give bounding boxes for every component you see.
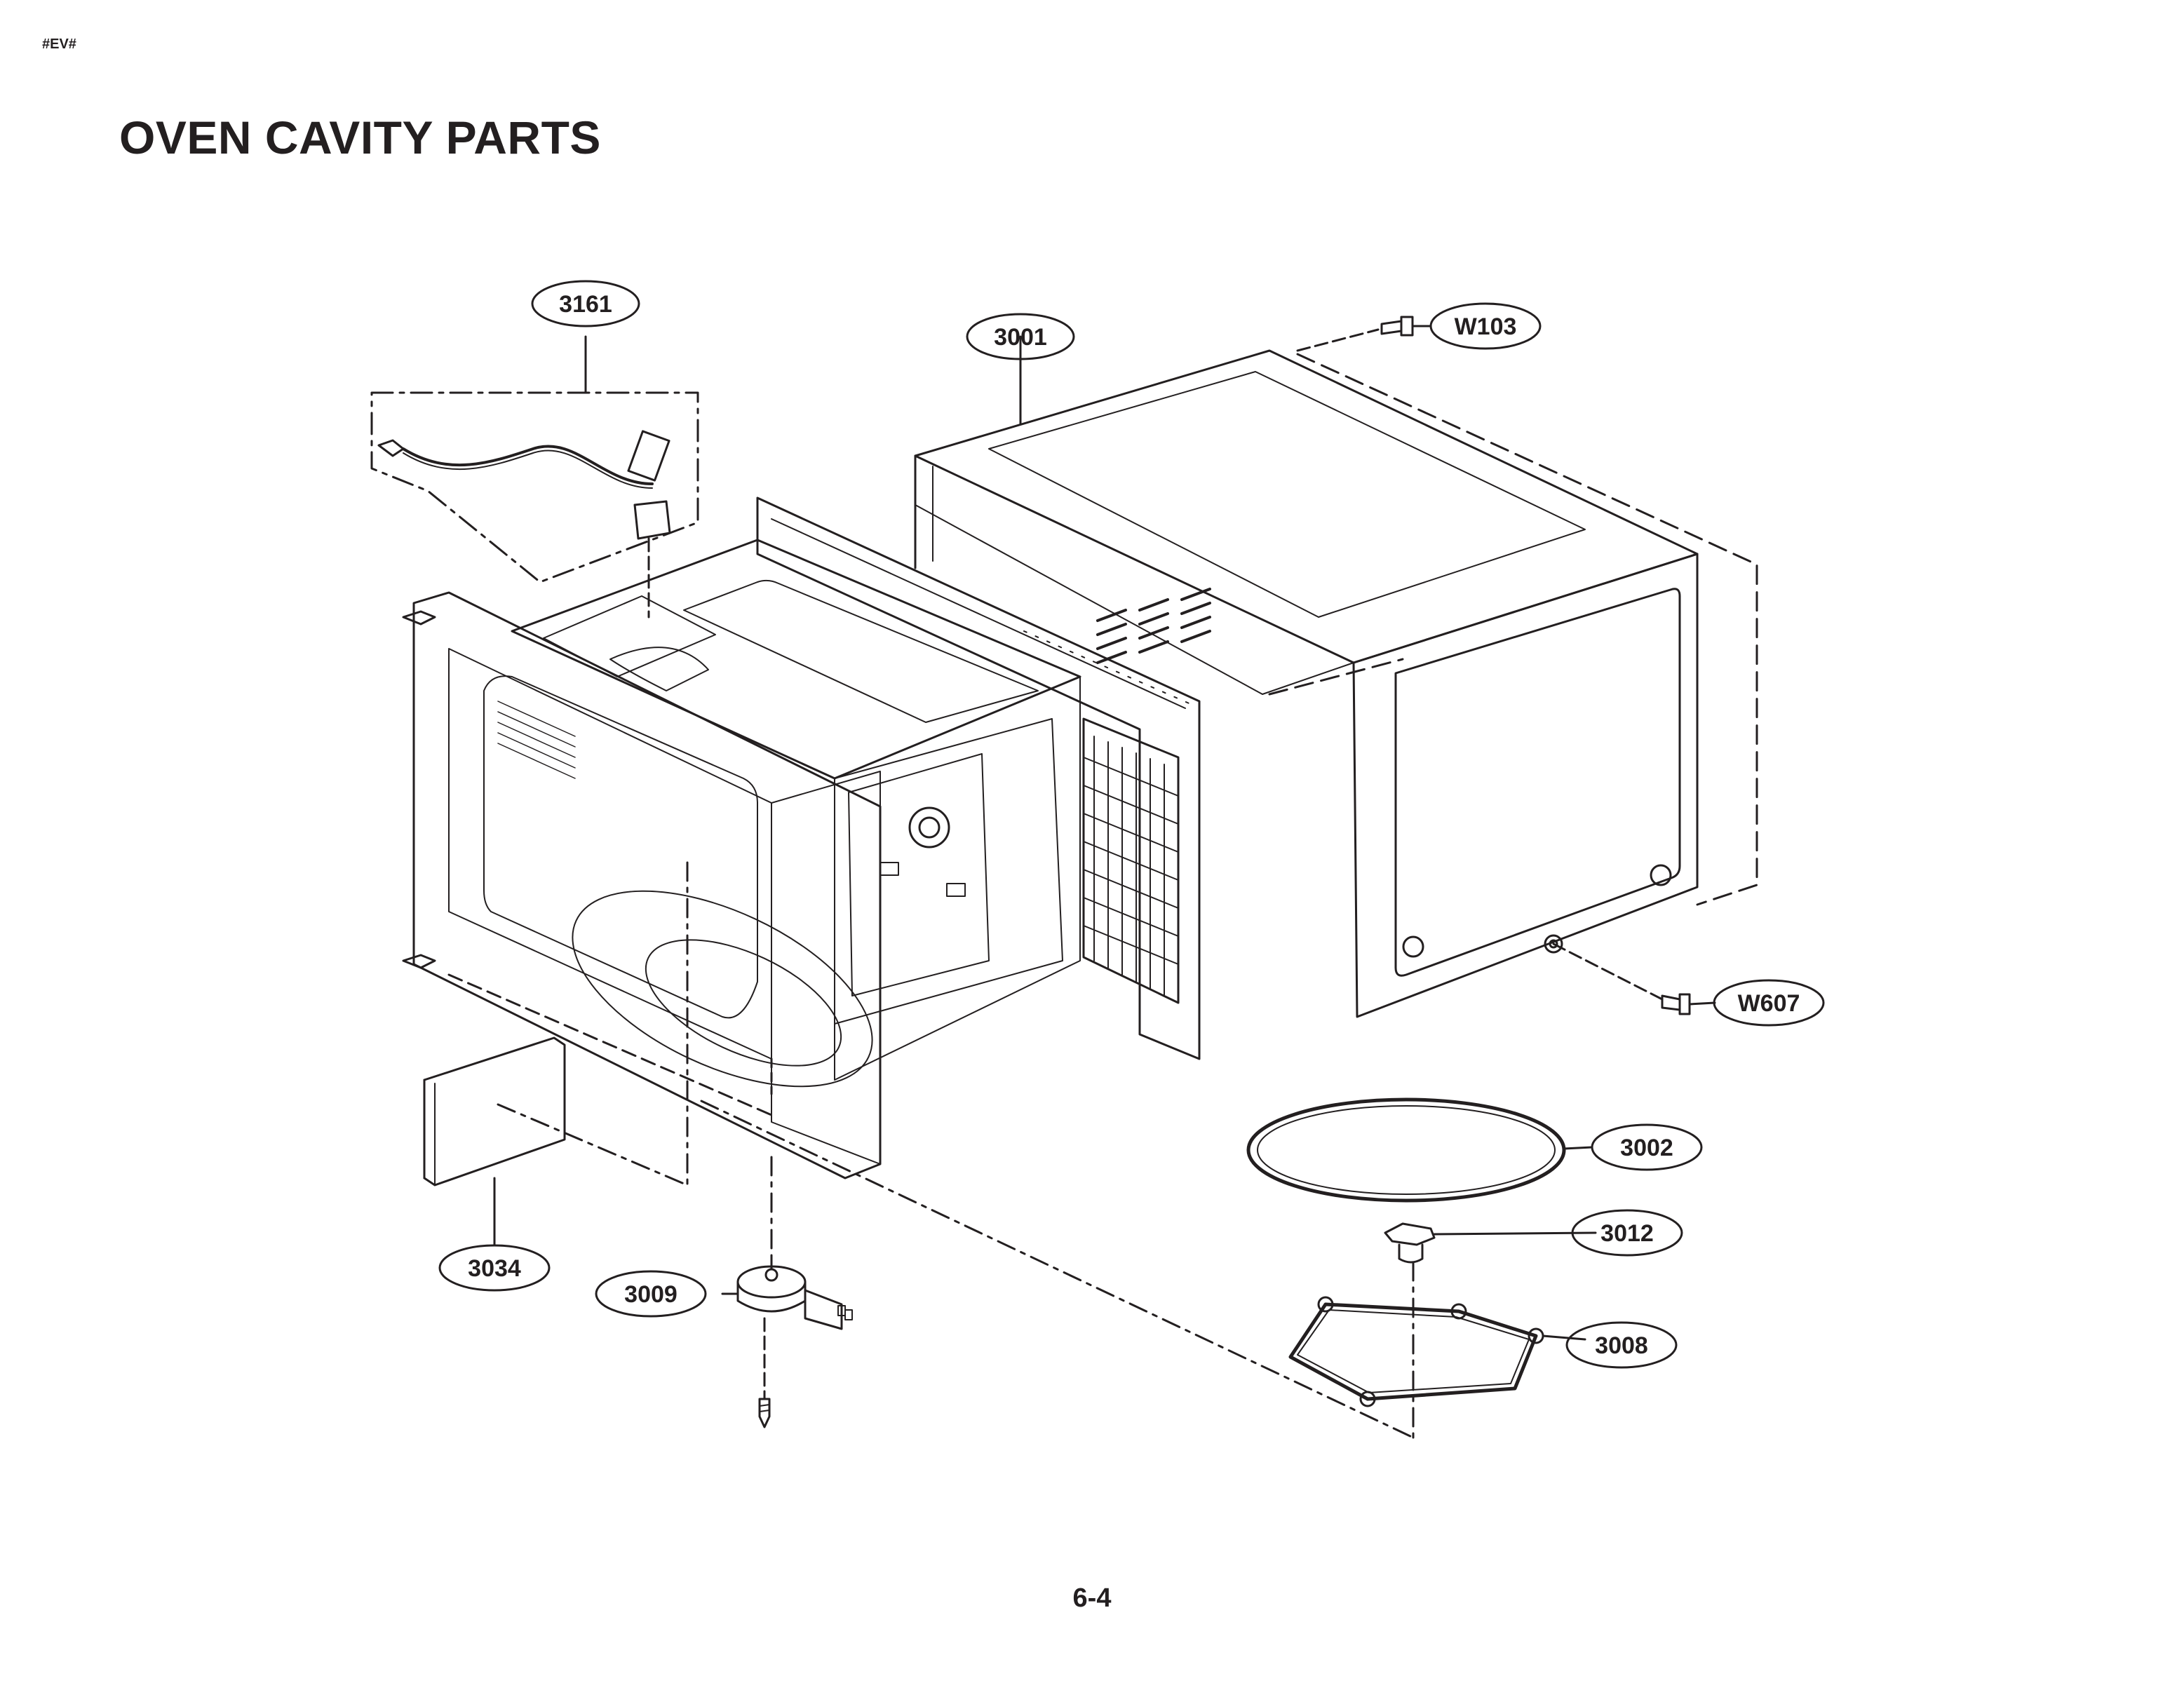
document-code: #EV#: [42, 36, 76, 52]
callout-w607-label: W607: [1738, 990, 1800, 1017]
callout-w607: W607: [1713, 979, 1825, 1027]
callout-3001-label: 3001: [994, 324, 1047, 351]
screw-motor-mount: [758, 1398, 771, 1428]
oven-cavity-assembly: [402, 496, 1415, 1439]
callout-3161-label: 3161: [559, 291, 612, 318]
part-3012-coupler: [1384, 1222, 1597, 1264]
callout-3161: 3161: [531, 280, 640, 327]
page-title: OVEN CAVITY PARTS: [119, 111, 601, 163]
page-number: 6-4: [1072, 1583, 1112, 1613]
screw-w607: [1552, 942, 1716, 1015]
screw-w103: [1296, 316, 1432, 352]
part-3034-waveguide-cover: [423, 1036, 689, 1246]
callout-3008: 3008: [1565, 1321, 1678, 1369]
callout-3009-label: 3009: [624, 1281, 678, 1308]
callout-3034-label: 3034: [468, 1255, 521, 1282]
callout-3008-label: 3008: [1595, 1332, 1648, 1359]
part-3008-roller-ring: [1288, 1261, 1586, 1442]
callout-3012-label: 3012: [1600, 1220, 1654, 1247]
callout-w103-label: W103: [1455, 313, 1517, 340]
callout-3034: 3034: [438, 1244, 551, 1292]
callout-3012: 3012: [1571, 1209, 1683, 1257]
callout-3002-label: 3002: [1620, 1135, 1673, 1161]
callout-3002: 3002: [1591, 1123, 1703, 1171]
callout-w103: W103: [1429, 302, 1542, 350]
part-3001-outer-cabinet: [914, 335, 1758, 1018]
part-3161-wire-harness: [370, 335, 699, 619]
part-3009-turntable-motor: [721, 1156, 853, 1400]
part-3002-glass-tray: [1246, 1097, 1593, 1203]
callout-3009: 3009: [595, 1270, 707, 1318]
callout-3001: 3001: [966, 313, 1075, 360]
